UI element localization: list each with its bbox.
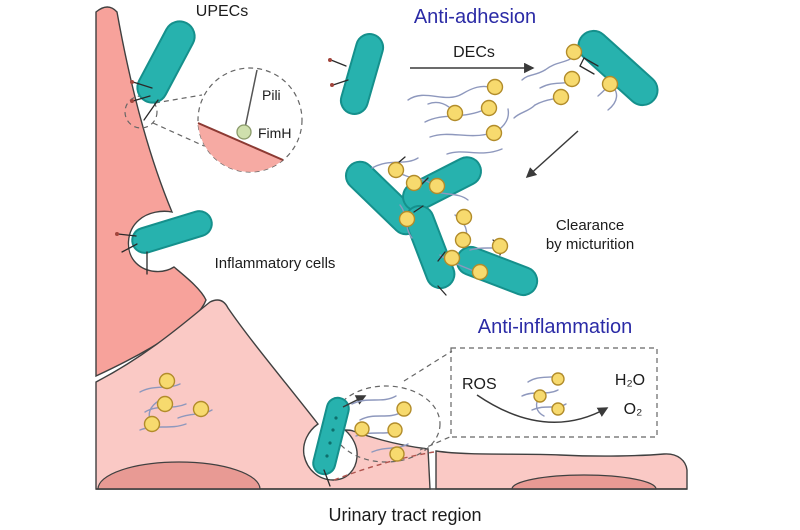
release-arrow <box>342 395 367 408</box>
dec-bead <box>143 415 161 433</box>
dec-bead <box>563 70 581 88</box>
dec-bead <box>428 177 446 195</box>
inset-circle <box>197 67 303 173</box>
dec-coated-upec <box>513 29 659 119</box>
clearance-label-line2: by micturition <box>546 236 634 253</box>
bacterium-body <box>404 204 456 290</box>
zoom-source-region-lower <box>333 451 435 481</box>
tissue-decs <box>139 372 213 433</box>
dec-bead <box>354 421 370 437</box>
upec-free <box>328 33 385 115</box>
polymer-strand <box>139 423 187 431</box>
dec-bead <box>491 237 509 255</box>
polymer-strand <box>139 383 181 393</box>
dec-bead <box>192 400 210 418</box>
dec-bead <box>396 401 412 417</box>
ros-box <box>450 347 658 438</box>
dec-bead <box>405 174 423 192</box>
figure-caption: Urinary tract region <box>328 505 481 525</box>
inflammatory-cells-label: Inflammatory cells <box>215 255 336 272</box>
dec-bead <box>533 389 547 403</box>
dec-bead <box>446 104 464 122</box>
pili-label: Pili <box>262 87 281 103</box>
upecs-label: UPECs <box>196 3 248 20</box>
dec-bead <box>551 402 565 416</box>
zoom-leader-line <box>403 350 453 382</box>
anti-inflammation-title: Anti-inflammation <box>478 316 633 338</box>
dec-bead <box>480 99 498 117</box>
process-arrows <box>410 62 579 179</box>
dec-bead <box>565 43 583 61</box>
adhesion-inset: Pili FimH <box>124 67 303 173</box>
bacterium-body <box>339 33 385 115</box>
zoom-leader-line <box>152 122 205 147</box>
ros-inset: ROS H₂O O₂ <box>403 347 658 451</box>
free-decs <box>407 78 510 155</box>
bacteria-cluster <box>344 156 539 297</box>
dec-bead <box>454 231 472 249</box>
dec-bead <box>551 372 565 386</box>
dec-bead <box>387 422 403 438</box>
pocket-bacterium-group <box>312 385 441 487</box>
fimh-label: FimH <box>258 125 291 141</box>
epithelial-cell-lower <box>95 299 431 490</box>
dec-bead <box>455 208 473 226</box>
dec-bead <box>158 372 176 390</box>
ros-scavenging-arrow <box>476 394 609 423</box>
o2-label: O₂ <box>624 401 643 418</box>
dec-bead <box>552 88 570 106</box>
aggregation-arrow <box>525 130 579 179</box>
h2o-label: H₂O <box>615 372 645 389</box>
zoom-leader-line <box>154 94 203 104</box>
pilus-line <box>244 69 258 129</box>
dec-bead <box>486 78 504 96</box>
cell-nucleus-left <box>97 461 261 490</box>
dec-bead <box>387 161 405 179</box>
ros-label: ROS <box>462 376 497 393</box>
decs-label: DECs <box>453 44 495 61</box>
bacterium-body <box>312 396 350 476</box>
bacterium-body <box>577 29 659 107</box>
cell-nucleus-right <box>511 474 657 490</box>
upec-invading-pocket <box>115 210 213 275</box>
upec-attached <box>130 20 196 121</box>
urinary-tract-tissue <box>95 6 688 490</box>
fimh-adhesin <box>236 124 252 140</box>
dec-bead <box>601 75 619 93</box>
inset-membrane <box>198 123 283 172</box>
dec-bead <box>443 249 461 267</box>
dec-bead <box>389 446 405 462</box>
dec-bead <box>156 395 174 413</box>
anti-adhesion-title: Anti-adhesion <box>414 6 536 28</box>
clearance-label-line1: Clearance <box>556 217 624 234</box>
bacterium-body <box>136 20 196 104</box>
dec-bead <box>485 124 503 142</box>
epithelial-fold <box>95 6 207 378</box>
dec-bead <box>398 210 416 228</box>
zoom-leader-line <box>419 435 453 451</box>
bacterium-body <box>131 210 213 254</box>
dec-bead <box>471 263 489 281</box>
inset-membrane-surface <box>197 122 284 161</box>
